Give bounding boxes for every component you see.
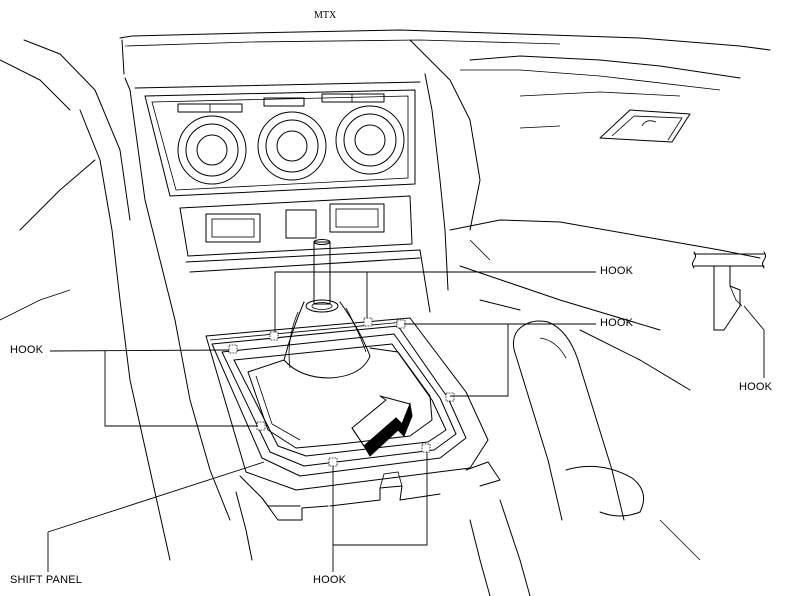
hook-markers <box>228 317 455 467</box>
shift-panel-label: SHIFT PANEL <box>10 574 83 586</box>
parking-brake <box>459 239 661 521</box>
shift-panel <box>205 317 501 561</box>
center-stack <box>124 73 449 521</box>
diagram-title: MTX <box>314 10 337 21</box>
hook-detail-inset <box>692 251 766 331</box>
removal-arrow <box>351 395 413 457</box>
dashboard-outline <box>0 29 771 561</box>
hook-label-left: HOOK <box>10 344 44 356</box>
shift-lever <box>305 239 339 313</box>
seat-outline <box>469 329 701 596</box>
hook-label-right: HOOK <box>600 317 634 329</box>
hook-label-detail: HOOK <box>739 381 773 393</box>
hook-label-bottom: HOOK <box>313 574 347 586</box>
hook-label-top: HOOK <box>600 265 634 277</box>
leader-lines <box>47 271 765 572</box>
